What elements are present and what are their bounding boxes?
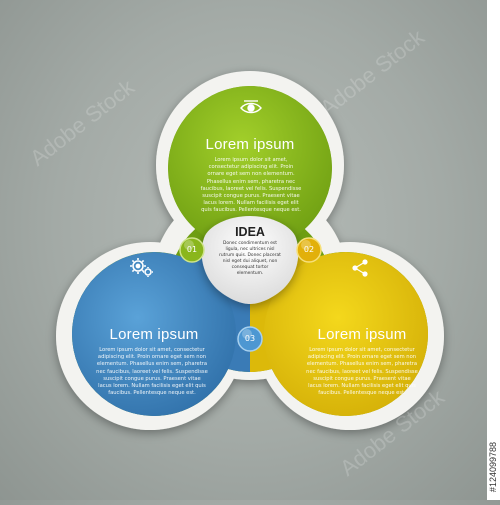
segment-number-03: 03 <box>244 334 256 343</box>
number-bubble-03 <box>237 326 263 352</box>
center-body: Donec condimentum est ligula, nec ultric… <box>219 241 281 276</box>
segment-title-blue: Lorem ipsum <box>109 326 199 343</box>
segment-body-green: Lorem ipsum dolor sit amet, consectetur … <box>200 157 302 214</box>
eye-icon <box>240 100 262 114</box>
gears-icon <box>130 258 153 277</box>
segment-number-01: 01 <box>186 245 198 254</box>
segment-body-yellow: Lorem ipsum dolor sit amet, consectetur … <box>306 347 418 397</box>
segment-number-02: 02 <box>303 245 315 254</box>
number-bubble-01 <box>179 237 205 263</box>
number-bubble-02 <box>296 237 322 263</box>
segment-body-blue: Lorem ipsum dolor sit amet, consectetur … <box>96 347 208 397</box>
share-icon <box>352 259 368 277</box>
segment-title-green: Lorem ipsum <box>205 136 295 153</box>
center-idea-shape <box>201 216 299 304</box>
stock-id-strip: #124099788 <box>487 0 500 500</box>
segment-title-yellow: Lorem ipsum <box>317 326 407 343</box>
center-title: IDEA <box>235 225 265 239</box>
stock-id-text: #124099788 <box>488 441 498 492</box>
